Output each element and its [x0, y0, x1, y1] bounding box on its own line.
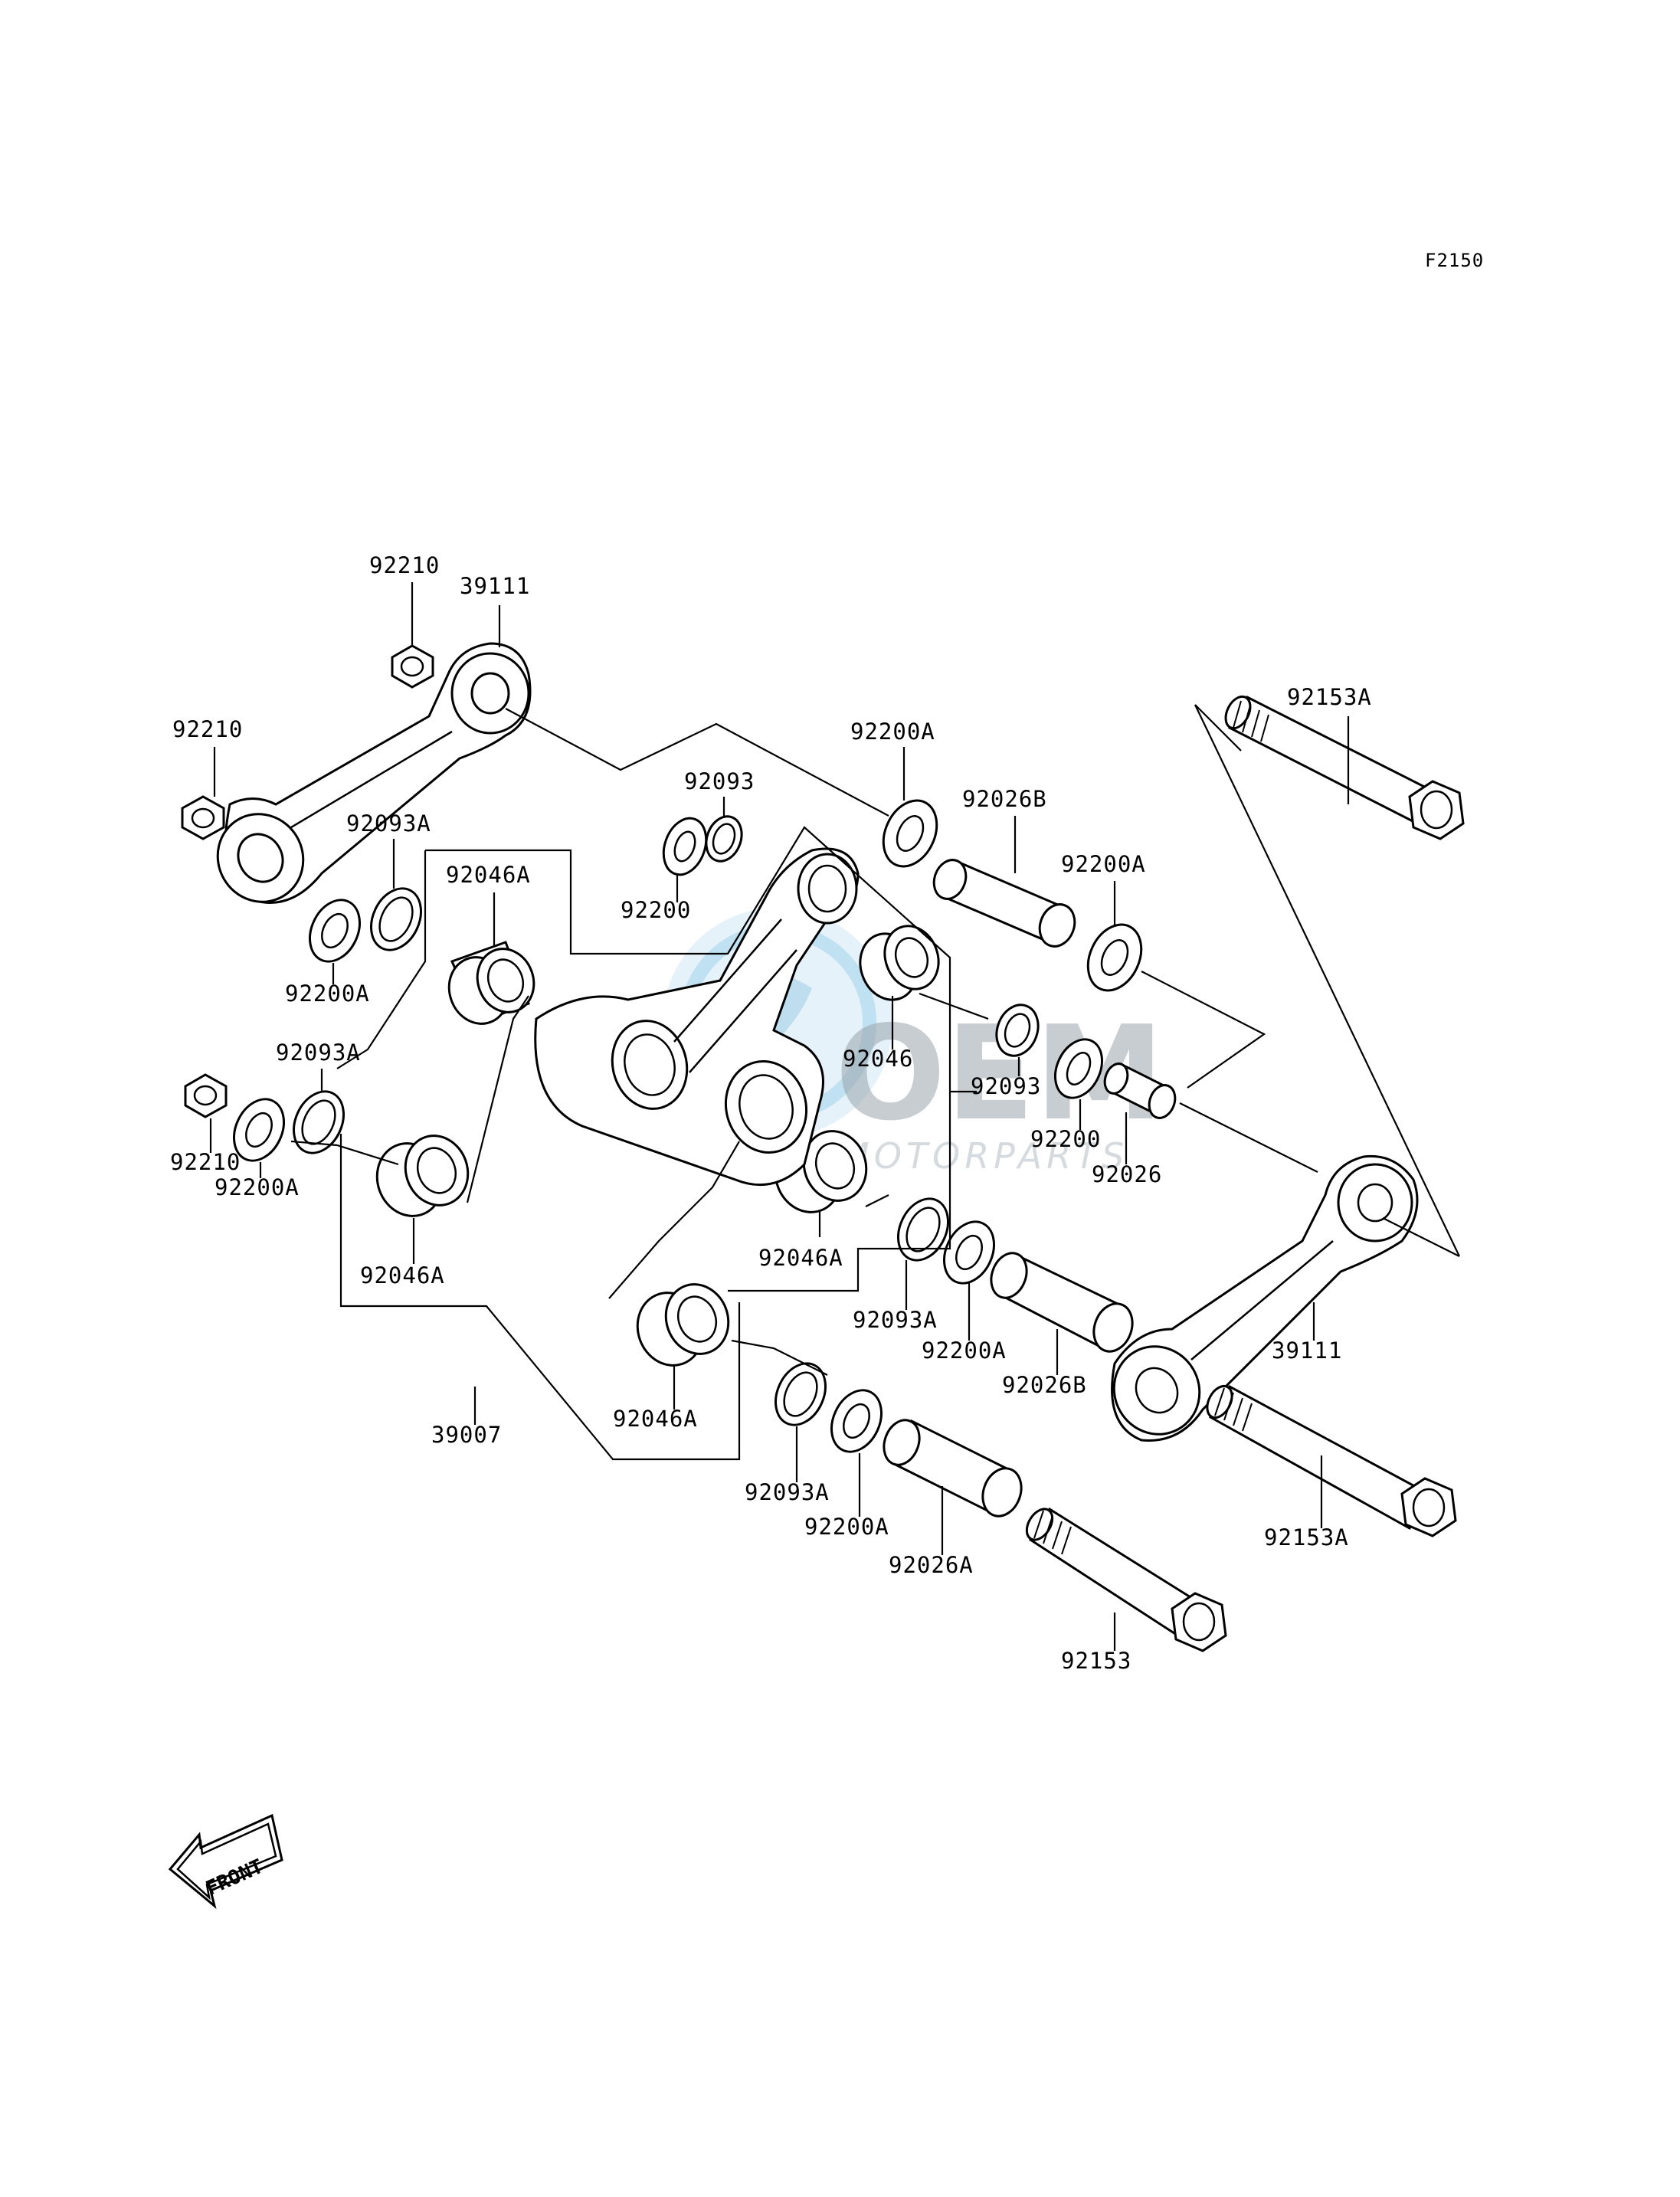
bearing-92046a-2 [375, 1135, 470, 1217]
callout-92093a: 92093A [745, 1479, 830, 1505]
callout-92093a: 92093A [346, 810, 431, 837]
seal-92093a-3 [897, 1197, 949, 1262]
washer-92200a-2 [233, 1098, 285, 1162]
collar-92026b-lower [990, 1252, 1134, 1353]
callout-92200a: 92200A [215, 1174, 300, 1200]
leader-lines [209, 582, 1350, 1651]
washer-92200a-4 [830, 1389, 883, 1453]
callout-92093a: 92093A [853, 1307, 938, 1333]
callout-92026: 92026 [1092, 1161, 1162, 1187]
bearing-92046a-4 [636, 1283, 730, 1367]
callout-39007: 39007 [431, 1422, 502, 1448]
callout-92153: 92153 [1061, 1648, 1131, 1674]
callout-92093a: 92093A [276, 1040, 361, 1066]
callout-92046a: 92046A [360, 1262, 445, 1288]
watermark-sub: MOTORPARTS [839, 1135, 1128, 1177]
seal-92093a-4 [775, 1362, 827, 1426]
washer-92200-1 [662, 817, 708, 876]
washer-92200a-3 [943, 1220, 995, 1285]
callout-92046a: 92046A [613, 1406, 698, 1432]
callout-92153a: 92153A [1287, 684, 1372, 710]
callout-92200: 92200 [1030, 1126, 1101, 1152]
nut-lower-left [184, 1073, 228, 1118]
seal-92093a-1 [370, 887, 422, 951]
collar-92026b-upper [932, 859, 1076, 948]
nut-left [181, 795, 225, 840]
callout-92210: 92210 [170, 1149, 241, 1175]
bolt-92153a-bottom [1206, 1384, 1457, 1537]
bearing-92046a-1 [447, 941, 535, 1025]
seal-92093a-2 [293, 1090, 345, 1154]
callout-92046a: 92046A [446, 862, 531, 888]
callout-92200a: 92200A [1061, 851, 1146, 877]
nut-top [391, 644, 434, 689]
rocker-arm [534, 847, 860, 1187]
callout-39111: 39111 [1272, 1338, 1342, 1364]
callout-92200: 92200 [621, 897, 691, 923]
washer-92200a-right [1086, 923, 1143, 992]
callout-92093: 92093 [684, 768, 755, 794]
callout-92026b: 92026B [1002, 1372, 1087, 1398]
callout-labels: 92210 39111 92210 92093A 92046A 92093 92… [170, 552, 1372, 1674]
callout-92026a: 92026A [889, 1552, 974, 1578]
callout-92200a: 92200A [922, 1338, 1007, 1364]
assembly-lines [290, 704, 1460, 1461]
callout-92200a: 92200A [850, 719, 935, 745]
tie-rod-lower [1111, 1154, 1419, 1442]
callout-92210: 92210 [369, 552, 440, 578]
callout-92026b: 92026B [962, 786, 1047, 812]
collar-92026 [1103, 1062, 1177, 1119]
bolt-92153a-top [1224, 695, 1465, 840]
washer-92200a-top [882, 799, 938, 868]
callout-92153a: 92153A [1264, 1524, 1349, 1550]
callout-92046: 92046 [843, 1046, 913, 1072]
seal-92093-1 [705, 815, 743, 863]
diagram-code: F2150 [1425, 250, 1484, 271]
collar-92026a [883, 1419, 1023, 1518]
callout-92046a: 92046A [758, 1245, 843, 1271]
bearing-92046 [859, 925, 940, 1001]
callout-92200a: 92200A [804, 1514, 889, 1540]
callout-92093: 92093 [971, 1073, 1041, 1099]
tie-rod-upper [216, 642, 532, 904]
washer-92200a-1 [309, 899, 361, 963]
washer-92200-2 [1054, 1038, 1103, 1099]
callout-39111: 39111 [460, 573, 530, 599]
front-arrow-icon: FRONT [168, 1813, 283, 1910]
seal-92093-2 [995, 1004, 1040, 1057]
callout-92200a: 92200A [285, 981, 370, 1007]
callout-92210: 92210 [172, 716, 243, 742]
bolt-92153 [1025, 1507, 1227, 1652]
